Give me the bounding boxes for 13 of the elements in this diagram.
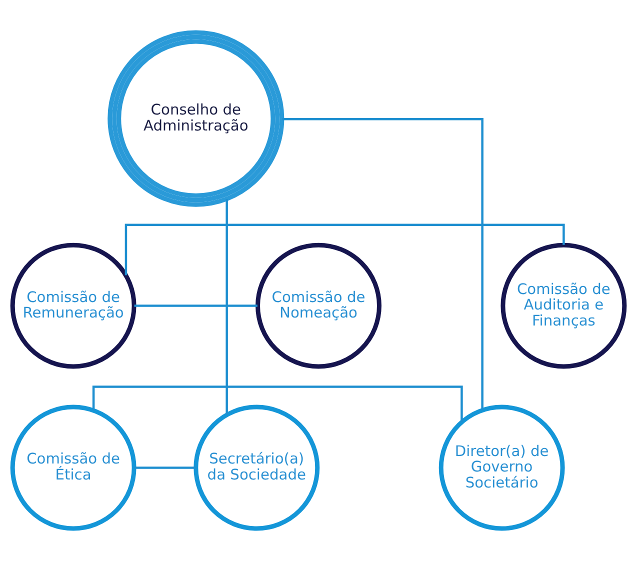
- connector: [134, 304, 258, 307]
- connector: [124, 224, 565, 276]
- node-circle: Comissão de Nomeação: [256, 242, 382, 369]
- node-circle: Comissão de Remuneração: [10, 242, 136, 369]
- node-circle: Secretário(a) da Sociedade: [194, 404, 320, 531]
- connector: [226, 199, 228, 415]
- node-circle: Conselho de Administração: [108, 30, 284, 207]
- connector: [92, 386, 463, 422]
- node-circle: Comissão de Auditoria e Finanças: [500, 242, 627, 369]
- node-circle: Comissão de Ética: [10, 404, 136, 531]
- node-circle: Diretor(a) de Governo Societário: [438, 404, 565, 531]
- connector: [282, 118, 484, 410]
- connector: [134, 466, 196, 469]
